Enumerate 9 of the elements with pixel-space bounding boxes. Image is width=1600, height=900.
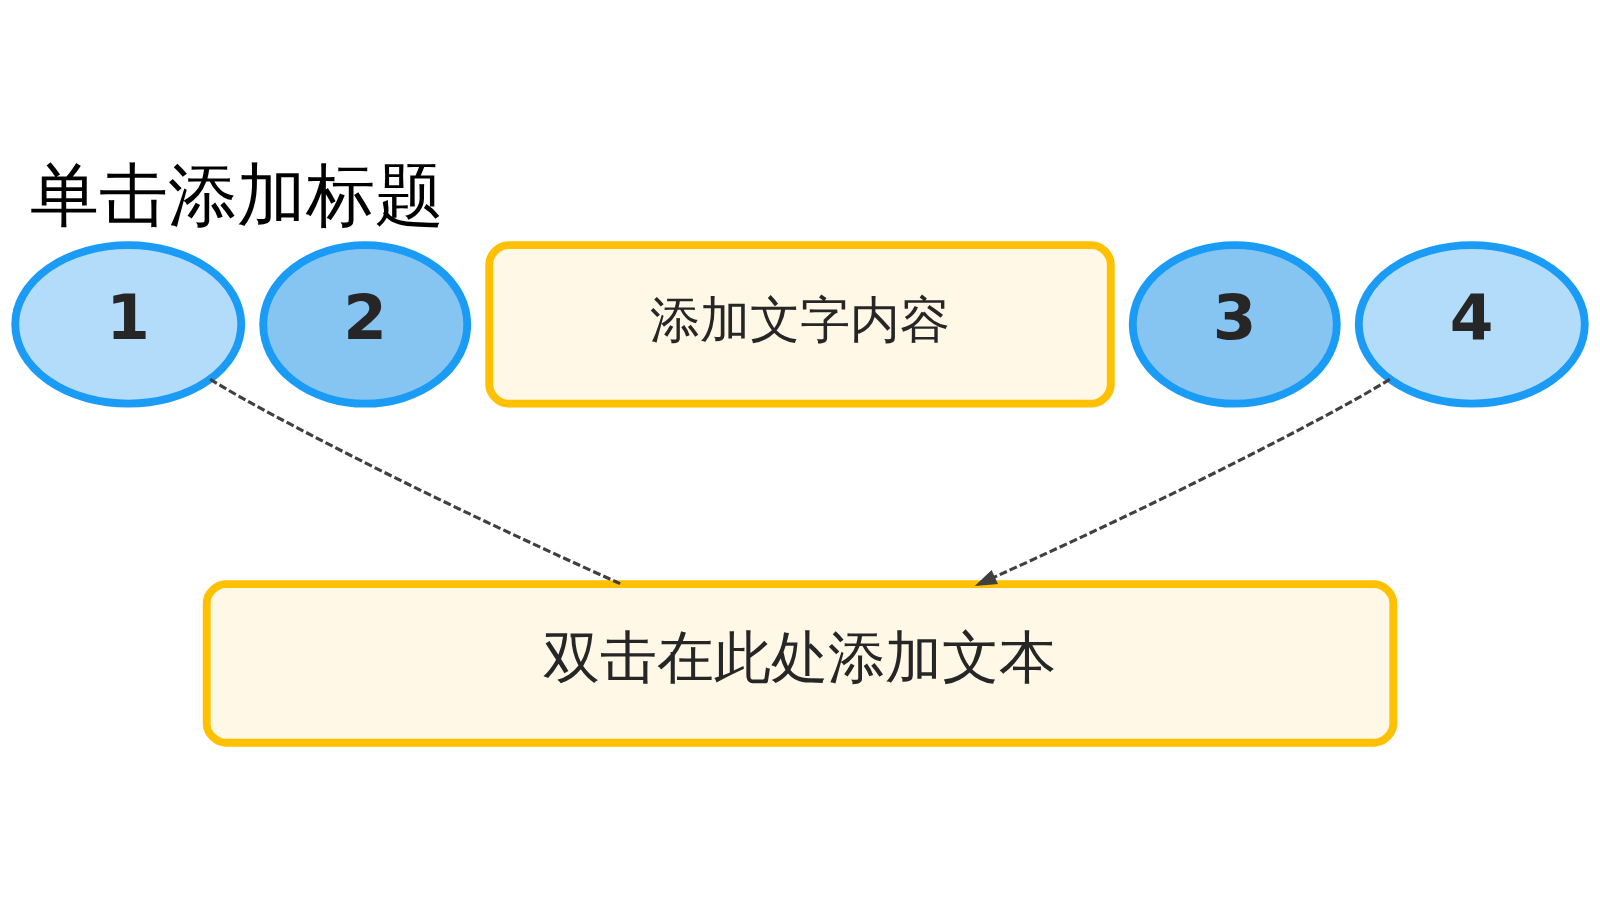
node-box: 添加文字内容 [485,241,1115,408]
connector [209,377,622,586]
arrow [974,377,1391,586]
node-ellipse: 2 [259,241,472,408]
node-box: 双击在此处添加文本 [202,580,1398,747]
node-ellipse: 3 [1128,241,1341,408]
node-ellipse: 4 [1354,241,1589,408]
diagram-title: 单击添加标题 [29,154,444,235]
node-ellipse: 1 [11,241,246,408]
